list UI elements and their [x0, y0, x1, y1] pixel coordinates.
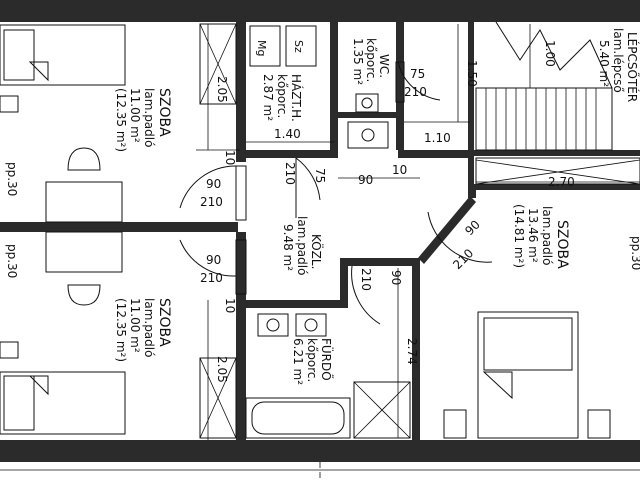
szoba-right-area1: 13.46 m²	[526, 208, 540, 263]
laundry-appliances	[249, 25, 389, 149]
door1-width: 90	[206, 177, 221, 191]
haztih-name: HÁZT.H.	[289, 74, 304, 122]
dim-274: 2.74	[405, 338, 419, 365]
interior-walls	[0, 22, 640, 440]
door-kozl-width: 75	[313, 168, 327, 183]
szoba-right-floor: lam.padló	[540, 206, 554, 265]
szoba-right-area2: (14.81 m²)	[512, 204, 526, 268]
szoba-upper-area1: 11.00 m²	[128, 88, 142, 143]
dim-10-c: 10	[392, 163, 407, 177]
door-szoba-height: 210	[450, 246, 476, 272]
dimension-labels: 2.05 2.05 1.40 1.10 1.50 1.00 10 10 10 9…	[5, 40, 640, 383]
szoba-lower-area1: 11.00 m²	[128, 298, 142, 353]
door-kozl-height: 210	[283, 162, 297, 185]
szoba-right-name: SZOBA	[554, 220, 570, 269]
door-szoba-width: 90	[462, 217, 483, 238]
door-wc-width: 75	[410, 67, 425, 81]
szoba-lower-area2: (12.35 m²)	[114, 298, 128, 362]
room-labels: SZOBA lam.padló 11.00 m² (12.35 m²) SZOB…	[114, 28, 640, 385]
haztih-area: 2.87 m²	[261, 74, 275, 121]
pp30-upper: pp.30	[5, 162, 19, 196]
pp30-right: pp.30	[629, 236, 640, 270]
pp30-lower: pp.30	[5, 244, 19, 278]
kozl-floor: lam.padló	[295, 216, 309, 275]
szoba-upper-floor: lam.padló	[142, 88, 156, 147]
bath-fixtures	[245, 313, 411, 439]
dim-90: 90	[358, 173, 373, 187]
mg-label: Mg	[255, 40, 268, 56]
dim-140: 1.40	[274, 127, 301, 141]
dim-270: 2.70	[548, 175, 575, 189]
door-furdo-width: 90	[389, 270, 403, 285]
lepcso-name: LÉPCSŐTÉR	[625, 32, 640, 102]
dim-110: 1.10	[424, 131, 451, 145]
door2-height: 210	[200, 271, 223, 285]
haztih-floor: kőporc.	[275, 74, 289, 118]
szoba-upper-name: SZOBA	[156, 88, 172, 137]
door1-height: 210	[200, 195, 223, 209]
wc-floor: kőporc.	[364, 38, 378, 82]
left-furniture	[0, 23, 237, 439]
door-wc-height: 210	[404, 85, 427, 99]
dim-100: 1.00	[543, 40, 557, 67]
lepcso-floor: lam.lépcső	[611, 28, 625, 93]
lepcso-area: 5.40 m²	[597, 40, 611, 87]
stairs	[475, 21, 640, 185]
dim-150: 1.50	[465, 60, 479, 87]
furdo-name: FÜRDŐ	[319, 338, 335, 381]
dim-10-b: 10	[223, 298, 237, 313]
dim-10-a: 10	[223, 150, 237, 165]
dimension-lines	[196, 24, 640, 440]
furdo-area: 6.21 m²	[291, 338, 305, 385]
furdo-floor: kőporc.	[305, 338, 319, 382]
szoba-lower-floor: lam.padló	[142, 298, 156, 357]
szoba-upper-area2: (12.35 m²)	[114, 88, 128, 152]
dim-205-upper: 2.05	[215, 76, 229, 103]
wc-name: WC.	[377, 54, 391, 78]
door2-width: 90	[206, 253, 221, 267]
door-furdo-height: 210	[359, 268, 373, 291]
doors	[179, 61, 493, 325]
sz-label: Sz	[292, 40, 305, 53]
dim-205-lower: 2.05	[215, 356, 229, 383]
wc-area: 1.35 m²	[351, 38, 365, 85]
kozl-name: KÖZL.	[309, 234, 325, 269]
kozl-area: 9.48 m²	[281, 224, 295, 271]
right-furniture	[443, 311, 611, 439]
szoba-lower-name: SZOBA	[156, 298, 172, 347]
